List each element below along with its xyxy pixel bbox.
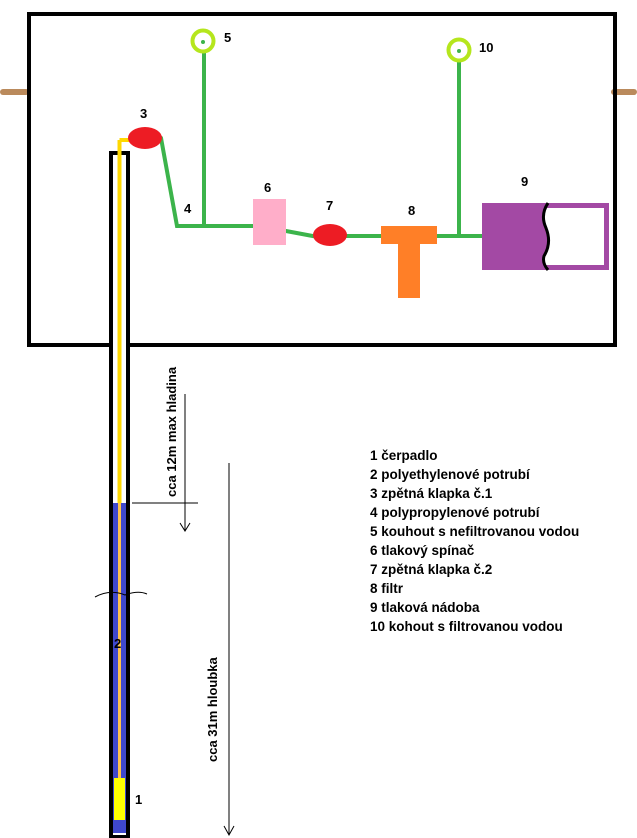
legend-item: 6 tlakový spínač	[370, 543, 475, 558]
max-level-annotation: cca 12m max hladina	[164, 366, 179, 497]
pressure-switch	[253, 199, 286, 245]
tap-10-dot	[457, 49, 461, 53]
label-6: 6	[264, 180, 271, 195]
legend-item: 10 kohout s filtrovanou vodou	[370, 619, 563, 634]
label-7: 7	[326, 198, 333, 213]
legend-item: 1 čerpadlo	[370, 448, 438, 463]
tap-5-dot	[201, 40, 205, 44]
pressure-tank-fill	[482, 203, 549, 270]
left-wall-stub	[0, 89, 29, 95]
right-wall-stub	[611, 89, 637, 95]
legend-item: 2 polyethylenové potrubí	[370, 467, 530, 482]
depth-arrow-head	[223, 825, 235, 837]
label-4: 4	[184, 201, 192, 216]
label-8: 8	[408, 203, 415, 218]
legend-item: 4 polypropylenové potrubí	[370, 505, 540, 520]
legend-item: 8 filtr	[370, 581, 404, 596]
legend-item: 9 tlaková nádoba	[370, 600, 480, 615]
break-mark	[94, 591, 148, 598]
filter-top	[381, 226, 437, 244]
legend-item: 5 kouhout s nefiltrovanou vodou	[370, 524, 580, 539]
depth-annotation: cca 31m hloubka	[205, 656, 220, 762]
pressure-tank-membrane	[541, 202, 551, 271]
filter-stem	[398, 244, 420, 298]
label-1: 1	[135, 792, 142, 807]
pp-pipe-main	[159, 136, 258, 228]
building-outline	[27, 12, 617, 347]
label-9: 9	[521, 174, 528, 189]
check-valve-1	[128, 127, 162, 149]
legend: 1 čerpadlo 2 polyethylenové potrubí 3 zp…	[370, 446, 579, 636]
label-2: 2	[114, 636, 121, 651]
label-5: 5	[224, 30, 231, 45]
check-valve-2	[313, 224, 347, 246]
label-10: 10	[479, 40, 493, 55]
legend-item: 7 zpětná klapka č.2	[370, 562, 493, 577]
pp-pipe-switch-valve	[284, 229, 320, 239]
pump	[114, 778, 125, 820]
level-arrow-head	[179, 522, 191, 532]
label-3: 3	[140, 106, 147, 121]
legend-item: 3 zpětná klapka č.1	[370, 486, 493, 501]
